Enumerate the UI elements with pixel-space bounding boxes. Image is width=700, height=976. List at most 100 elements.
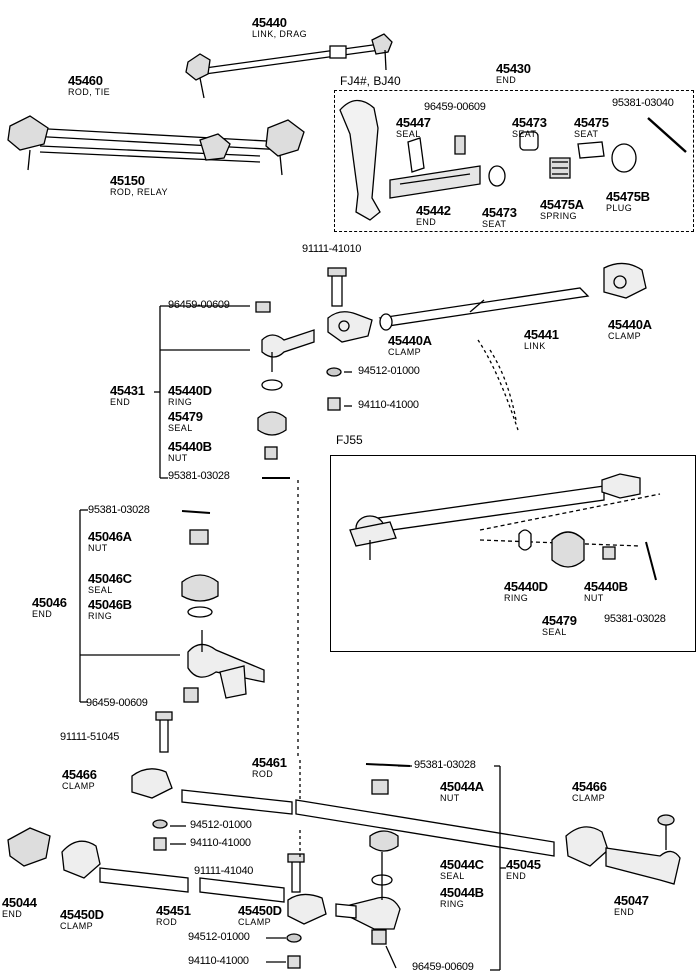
part-name: CLAMP [608, 331, 642, 341]
std-label-91111-41010: 91111-41010 [302, 244, 361, 255]
part-name: END [496, 75, 517, 85]
std-label-91111-51045: 91111-51045 [60, 732, 119, 743]
part-number: 45044C [440, 857, 484, 872]
drag-link-illustration [185, 33, 393, 99]
part-number: 45442 [416, 203, 451, 218]
part-name: CLAMP [238, 917, 272, 927]
part-number: 94110-41000 [358, 399, 419, 411]
part-number: 45440B [584, 579, 628, 594]
part-number: 45451 [156, 903, 191, 918]
part-number: 45440D [504, 579, 548, 594]
part-name: SEAL [168, 423, 193, 433]
std-label-96459-bottom: 96459-00609 [412, 962, 474, 973]
part-number: 45431 [110, 383, 145, 398]
part-number: 95381-03028 [414, 759, 476, 771]
section-label-fj55: FJ55 [336, 433, 363, 447]
part-name: SPRING [540, 211, 577, 221]
part-number: 45150 [110, 173, 145, 188]
fj4-end-illustration [339, 99, 687, 221]
part-number: 45046C [88, 571, 132, 586]
part-number: 91111-51045 [60, 731, 120, 743]
part-name: END [110, 397, 131, 407]
std-label-95381-lower: 95381-03028 [414, 760, 476, 771]
washer-nut-illustration [326, 367, 342, 411]
fj55-illustration [349, 473, 661, 581]
part-number: 95381-03028 [604, 613, 666, 625]
part-number: 96459-00609 [86, 697, 148, 709]
part-name: NUT [88, 543, 108, 553]
part-name: NUT [168, 453, 188, 463]
part-name: END [506, 871, 527, 881]
part-number: 45475B [606, 189, 650, 204]
std-label-94110-bottom: 94110-41000 [188, 956, 249, 967]
part-name: END [2, 909, 23, 919]
part-name: ROD [156, 917, 178, 927]
std-label-95381-fj55: 95381-03028 [604, 614, 666, 625]
part-number: 96459-00609 [168, 299, 230, 311]
lower-rod-assembly-illustration [7, 711, 681, 969]
part-number: 95381-03028 [88, 504, 150, 516]
part-number: 45440B [168, 439, 212, 454]
part-number: 45440A [608, 317, 652, 332]
part-name: ROD [252, 769, 274, 779]
part-number: 95381-03028 [168, 470, 230, 482]
std-label-94512-lower: 94512-01000 [190, 820, 252, 831]
part-number: 45046A [88, 529, 132, 544]
bracket-45046 [79, 509, 180, 703]
section-label-fj4: FJ4#, BJ40 [340, 74, 401, 88]
std-label-91111-41040: 91111-41040 [194, 866, 253, 877]
part-number: 45450D [238, 903, 282, 918]
part-number: 94512-01000 [188, 931, 250, 943]
part-number: 45440D [168, 383, 212, 398]
part-number: 45475 [574, 115, 609, 130]
part-number: 45047 [614, 893, 649, 908]
std-label-94512-mid: 94512-01000 [358, 366, 420, 377]
part-name: RING [168, 397, 193, 407]
part-name: NUT [584, 593, 604, 603]
part-name: RING [88, 611, 113, 621]
std-label-96459-top: 96459-00609 [424, 102, 486, 113]
part-number: 45441 [524, 327, 559, 342]
part-number: 45046B [88, 597, 132, 612]
part-number: 45479 [168, 409, 203, 424]
part-number: 45044A [440, 779, 484, 794]
part-number: 95381-03040 [612, 97, 674, 109]
std-label-95381-03040: 95381-03040 [612, 98, 674, 109]
part-name: SEAL [542, 627, 567, 637]
part-number: 45475A [540, 197, 584, 212]
part-number: 94512-01000 [358, 365, 420, 377]
part-name: SEAL [396, 129, 421, 139]
part-number: 45440A [388, 333, 432, 348]
part-number: 45473 [512, 115, 547, 130]
part-name: PLUG [606, 203, 633, 213]
tie-rod-illustration [7, 115, 305, 176]
part-number: 45447 [396, 115, 431, 130]
part-name: CLAMP [388, 347, 422, 357]
fj55-section-box [330, 455, 696, 652]
bracket-45045 [490, 765, 506, 971]
part-number: 94512-01000 [190, 819, 252, 831]
